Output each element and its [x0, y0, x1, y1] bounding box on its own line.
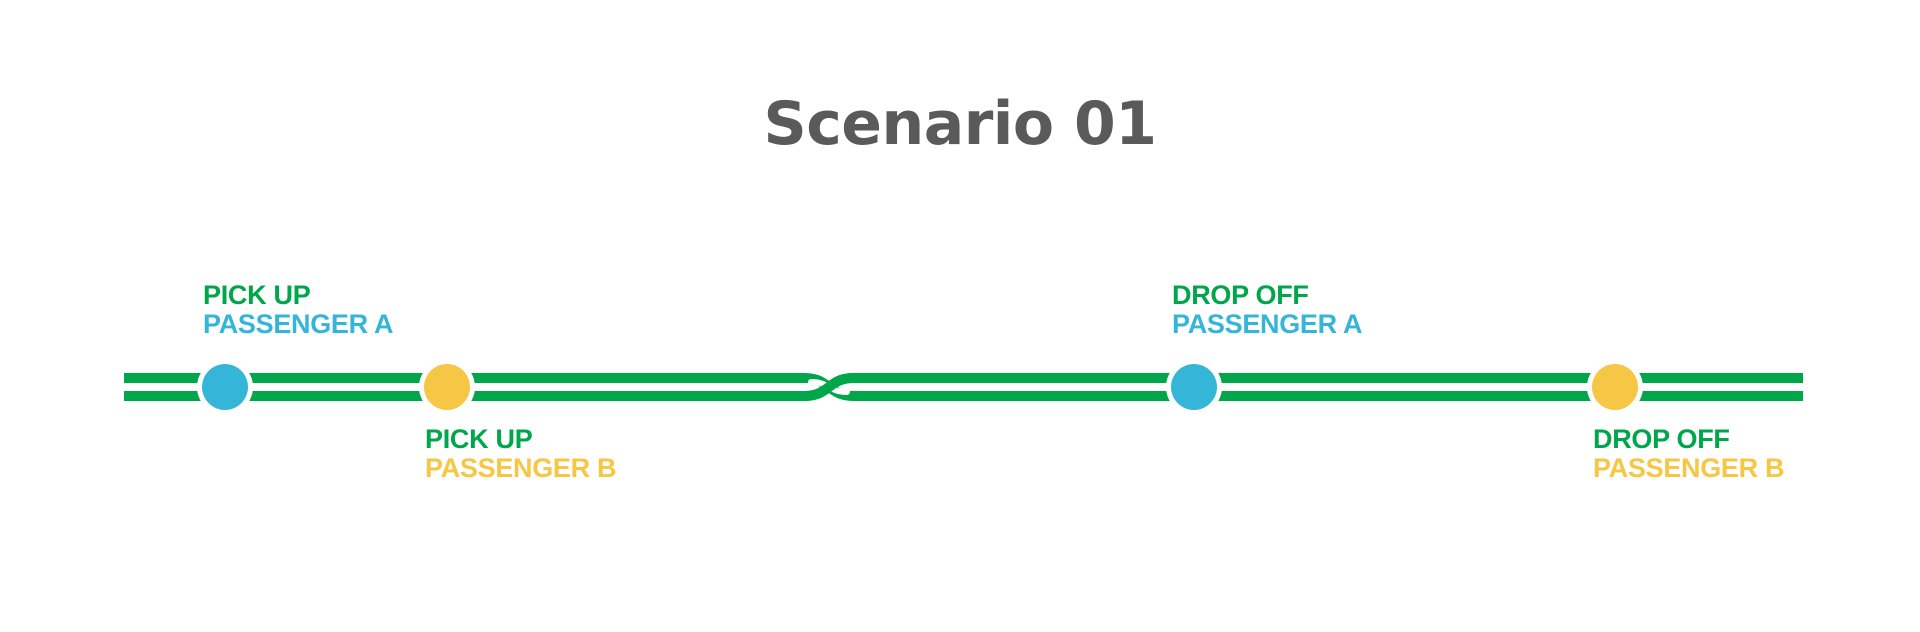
stop-action: DROP OFF: [1172, 280, 1309, 310]
stop-label-dropoff-a: DROP OFF PASSENGER A: [1172, 280, 1363, 339]
stop-action: DROP OFF: [1593, 424, 1730, 454]
stop-dot-passenger-a: [202, 364, 248, 410]
stop-label-dropoff-b: DROP OFF PASSENGER B: [1593, 424, 1785, 483]
stop-dot-passenger-b: [1592, 364, 1638, 410]
stop-dot-passenger-a: [1171, 364, 1217, 410]
stop-passenger: PASSENGER A: [203, 309, 394, 339]
stop-marker-pickup-a: [197, 359, 253, 415]
stop-action: PICK UP: [425, 424, 533, 454]
stop-passenger: PASSENGER A: [1172, 309, 1363, 339]
stop-label-pickup-a: PICK UP PASSENGER A: [203, 280, 394, 339]
stop-passenger: PASSENGER B: [1593, 453, 1785, 483]
stop-passenger: PASSENGER B: [425, 453, 617, 483]
stop-marker-dropoff-b: [1587, 359, 1643, 415]
scenario-title: Scenario 01: [763, 89, 1157, 159]
stop-marker-pickup-b: [419, 359, 475, 415]
stop-dot-passenger-b: [424, 364, 470, 410]
route-track-crossing-top: [804, 373, 854, 401]
stop-action: PICK UP: [203, 280, 311, 310]
stop-marker-dropoff-a: [1166, 359, 1222, 415]
stop-label-pickup-b: PICK UP PASSENGER B: [425, 424, 617, 483]
route-track: [124, 373, 1803, 401]
